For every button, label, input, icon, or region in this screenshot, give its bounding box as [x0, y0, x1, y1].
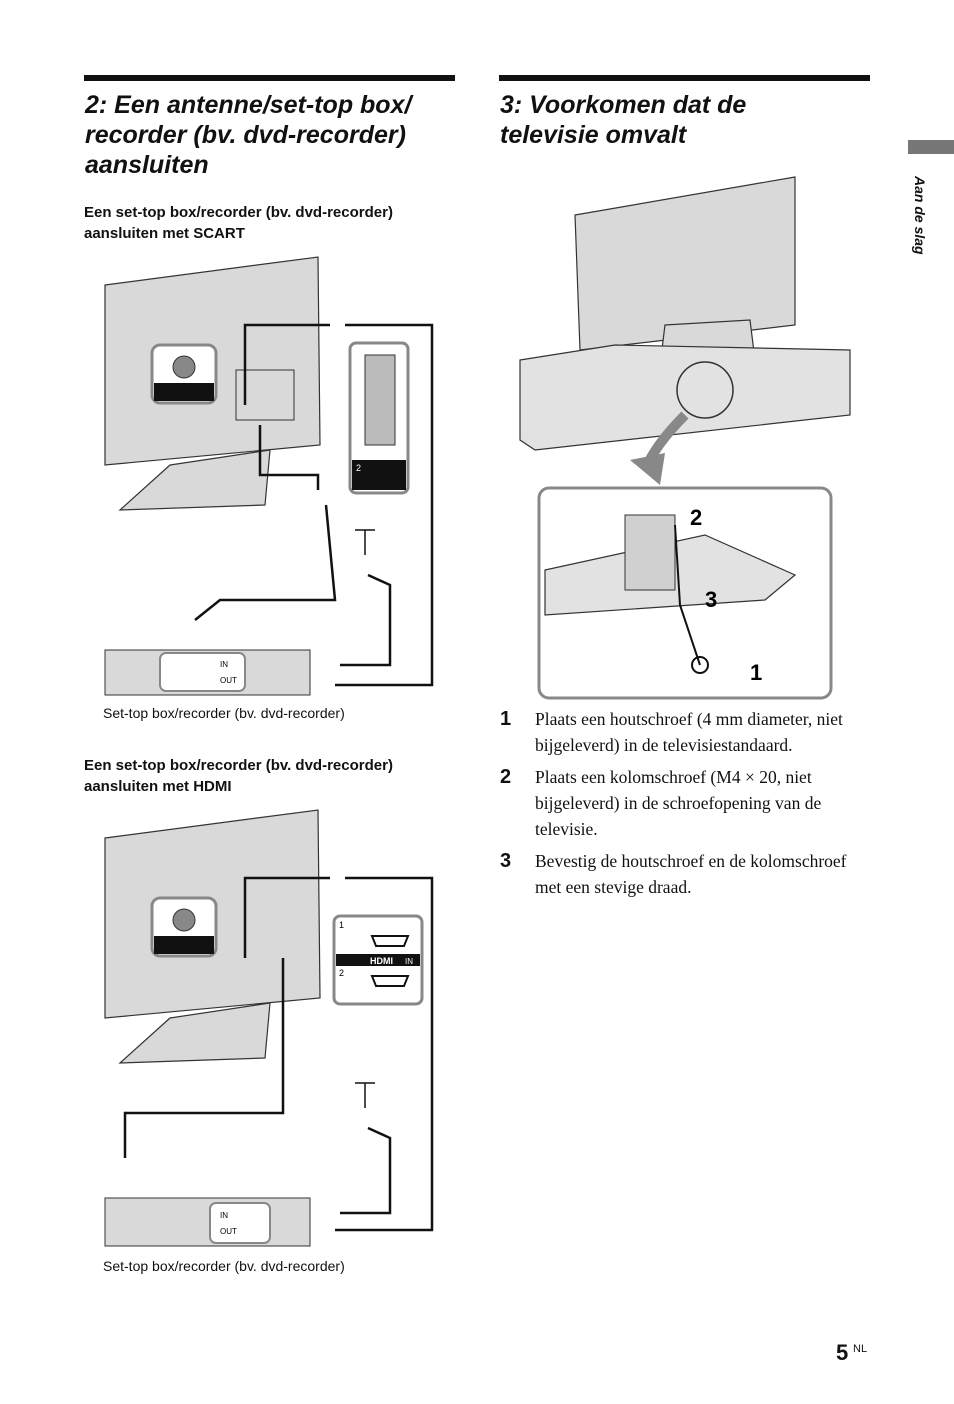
- hdmi-connection-diagram: 1 HDMI IN 2 IN OUT: [104, 809, 434, 1247]
- section3-title: 3: Voorkomen dat de televisie omvalt: [500, 90, 880, 150]
- scart-heading-line2: aansluiten met SCART: [84, 225, 245, 242]
- recorder-port-zoom: [159, 652, 246, 692]
- side-tab-label: Aan de slag: [912, 176, 928, 255]
- antenna-cable-right: [335, 876, 434, 1232]
- hdmi-port1-icon: [370, 935, 410, 947]
- tv-cabinet: [519, 344, 851, 451]
- step-3: 3 Bevestig de houtschroef en de kolomsch…: [500, 848, 870, 900]
- page-language: NL: [853, 1343, 868, 1355]
- scart-connection-diagram: 2 IN OUT: [104, 256, 434, 696]
- hdmi-port2-number: 2: [339, 968, 344, 978]
- recorder-out-label: OUT: [220, 1227, 237, 1236]
- scart-port-label-bg: [352, 460, 406, 490]
- hdmi-cable: [123, 958, 285, 1158]
- hdmi-logo-text: HDMI: [370, 956, 393, 966]
- hdmi-heading-line1: Een set-top box/recorder (bv. dvd-record…: [84, 757, 393, 774]
- scart-cable-upper: [258, 425, 320, 490]
- scart-caption: Set-top box/recorder (bv. dvd-recorder): [103, 705, 345, 721]
- side-tab-marker: [908, 140, 954, 154]
- section2-rule: [84, 75, 455, 81]
- tv-stand: [118, 1002, 271, 1064]
- antenna-icon: [355, 529, 375, 555]
- set-top-box: [104, 1197, 311, 1247]
- hdmi-label-bar: [336, 954, 420, 966]
- step-1-number: 1: [500, 708, 512, 730]
- hdmi-caption: Set-top box/recorder (bv. dvd-recorder): [103, 1258, 345, 1274]
- section3-rule: [499, 75, 870, 81]
- section2-title-line2: recorder (bv. dvd-recorder): [85, 121, 406, 149]
- hdmi-in-text: IN: [405, 957, 413, 966]
- antenna-in-cable: [340, 573, 392, 667]
- wood-screw-ring: [691, 656, 709, 674]
- section2-title-line3: aansluiten: [85, 151, 209, 179]
- step-2: 2 Plaats een kolomschroef (M4 × 20, niet…: [500, 764, 870, 842]
- detail-bracket: [624, 514, 676, 591]
- scart-port-number: 2: [356, 463, 361, 473]
- section2-title: 2: Een antenne/set-top box/ recorder (bv…: [85, 90, 465, 180]
- step-1: 1 Plaats een houtschroef (4 mm diameter,…: [500, 706, 870, 758]
- tv-stand: [118, 449, 271, 511]
- steps-list: 1 Plaats een houtschroef (4 mm diameter,…: [500, 706, 870, 906]
- page-number: 5: [836, 1340, 849, 1365]
- tv-back: [574, 176, 796, 351]
- step-3-text: Bevestig de houtschroef en de kolomschro…: [535, 851, 847, 897]
- tv-port-area: [235, 369, 295, 421]
- recorder-in-label: IN: [220, 1211, 228, 1220]
- step-2-number: 2: [500, 766, 512, 788]
- antenna-cable-top: [243, 876, 330, 958]
- scart-connector-icon: [364, 354, 396, 446]
- recorder-port-zoom: [209, 1202, 271, 1244]
- antenna-port-label-bg: [154, 383, 214, 401]
- tv-anti-topple-diagram: 2 3 1: [519, 176, 851, 700]
- section3-title-line1: 3: Voorkomen dat de: [500, 91, 747, 119]
- step-1-text: Plaats een houtschroef (4 mm diameter, n…: [535, 709, 843, 755]
- section3-title-line2: televisie omvalt: [500, 121, 687, 149]
- section2-title-line1: 2: Een antenne/set-top box/: [85, 91, 412, 119]
- antenna-cable-top: [243, 323, 330, 405]
- step-3-number: 3: [500, 850, 512, 872]
- antenna-cable-right: [335, 323, 434, 687]
- hdmi-port1-number: 1: [339, 920, 344, 930]
- antenna-port-label-bg: [154, 936, 214, 954]
- callout-1: 1: [750, 660, 762, 685]
- antenna-icon: [355, 1082, 375, 1108]
- antenna-port-icon: [172, 908, 196, 932]
- callout-2: 2: [690, 505, 702, 530]
- wire: [674, 524, 701, 666]
- scart-cable-lower: [194, 504, 337, 621]
- hdmi-port2-icon: [370, 975, 410, 987]
- antenna-port-icon: [172, 355, 196, 379]
- antenna-in-cable: [340, 1126, 392, 1215]
- callout-3: 3: [705, 587, 717, 612]
- recorder-in-label: IN: [220, 660, 228, 669]
- hdmi-heading: Een set-top box/recorder (bv. dvd-record…: [84, 755, 464, 797]
- step-2-text: Plaats een kolomschroef (M4 × 20, niet b…: [535, 767, 822, 839]
- scart-heading-line1: Een set-top box/recorder (bv. dvd-record…: [84, 204, 393, 221]
- hdmi-heading-line2: aansluiten met HDMI: [84, 778, 232, 795]
- zoom-circle: [676, 361, 734, 419]
- scart-heading: Een set-top box/recorder (bv. dvd-record…: [84, 202, 464, 244]
- recorder-out-label: OUT: [220, 676, 237, 685]
- zoom-arrow-head: [630, 453, 665, 485]
